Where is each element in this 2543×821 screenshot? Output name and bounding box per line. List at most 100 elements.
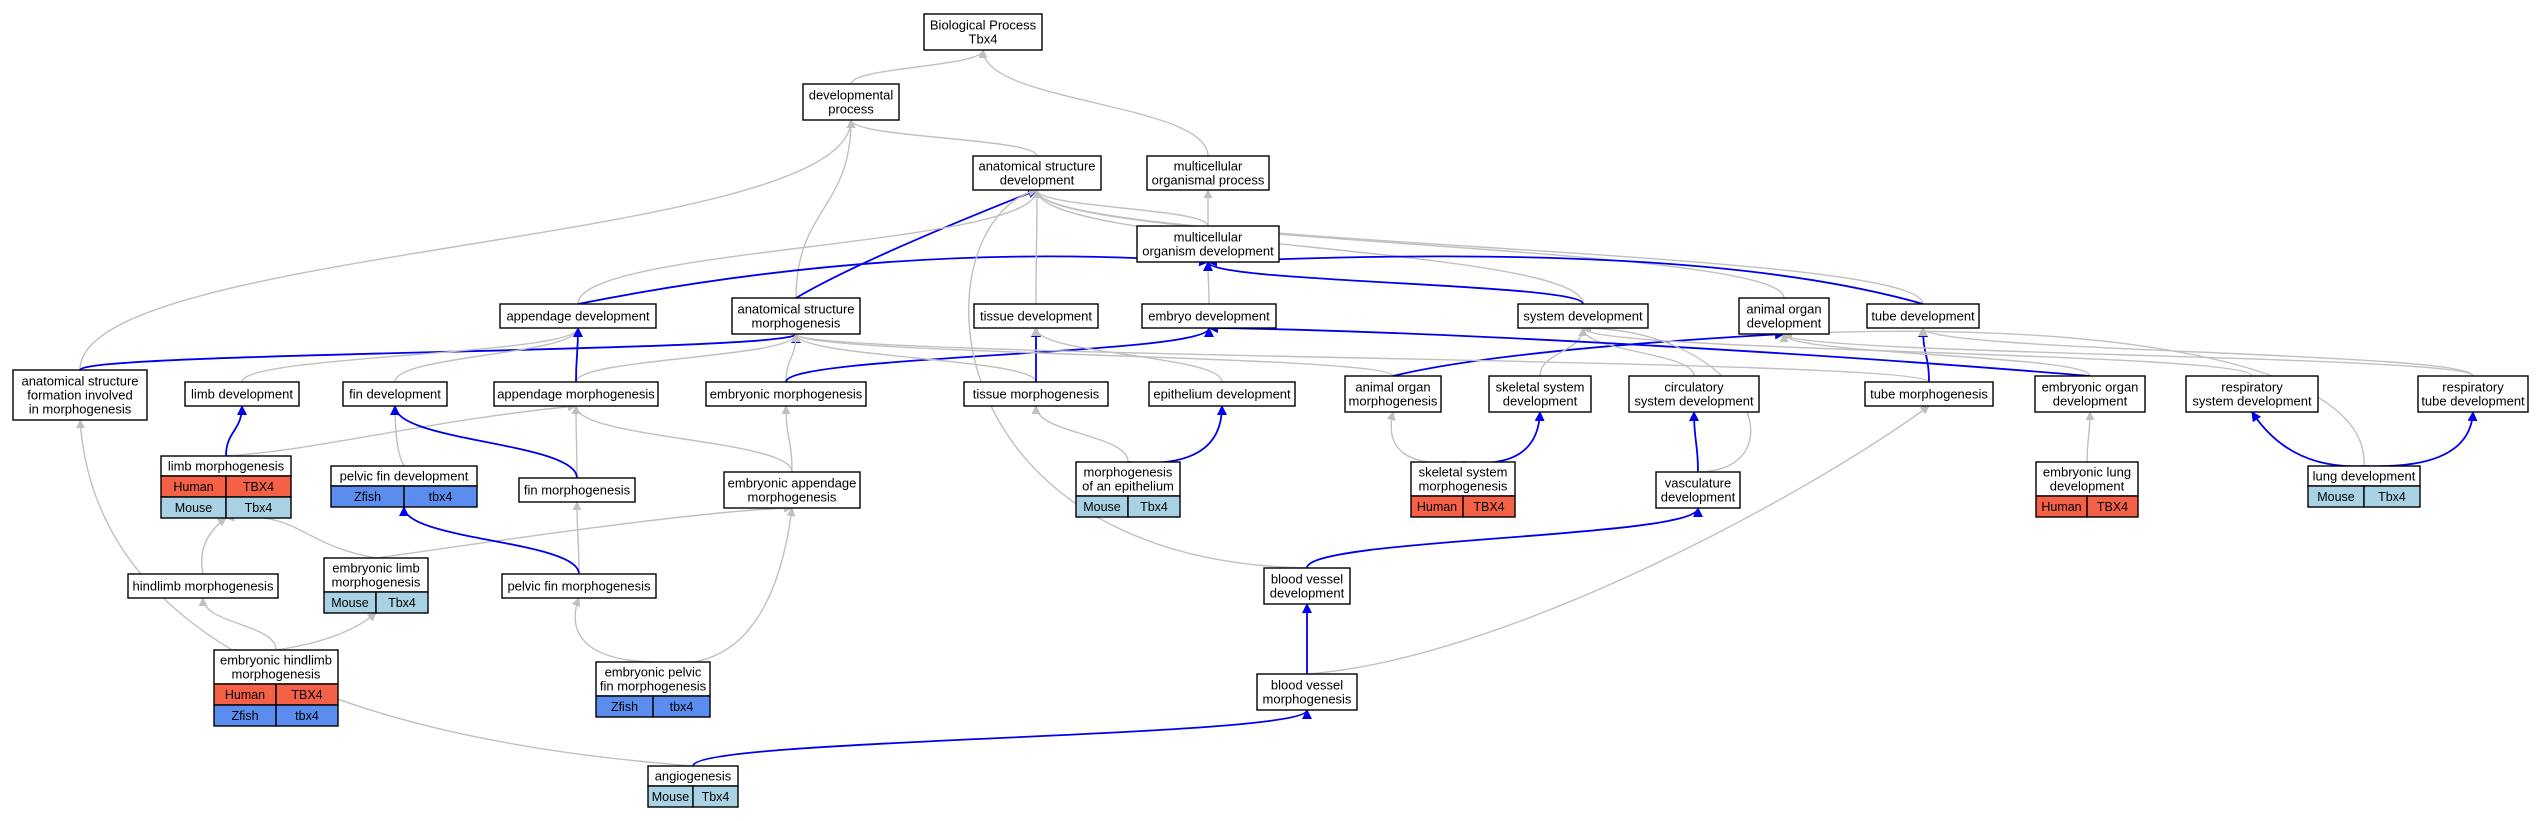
edge-elimb_morph-to-limb_morph — [225, 512, 377, 559]
edge-ao_morph-to-ao_dev — [1392, 329, 1785, 377]
node-tube-morph[interactable]: tube morphogenesis — [1864, 381, 1994, 407]
node-tis-dev[interactable]: tissue development — [973, 303, 1099, 329]
node-app-dev[interactable]: appendage development — [499, 303, 657, 329]
node-tube-dev[interactable]: tube development — [1866, 303, 1980, 329]
node-box — [1263, 567, 1351, 605]
node-pfin-morph[interactable]: pelvic fin morphogenesis — [501, 573, 657, 599]
edge-pfin_morph-to-fin_morph — [572, 501, 582, 575]
node-hl-morph[interactable]: hindlimb morphogenesis — [127, 573, 279, 599]
node-limb-dev[interactable]: limb development — [184, 381, 300, 407]
node-label-line: pelvic fin development — [340, 469, 469, 484]
node-label-line: embryonic pelvic — [605, 665, 702, 680]
edge-eapp_morph-to-app_morph — [571, 405, 793, 473]
edge-fin_morph-to-app_morph — [571, 405, 581, 479]
species-label: Zfish — [231, 709, 258, 723]
node-label-line: animal organ — [1355, 380, 1430, 395]
node-label-line: vasculature — [1665, 476, 1731, 491]
node-box — [1628, 375, 1760, 413]
gene-cell — [2086, 495, 2139, 518]
edge-app_dev-to-asd — [577, 189, 1042, 305]
edge-dev_proc-to-bp — [850, 49, 988, 85]
node-sys-dev[interactable]: system development — [1517, 303, 1649, 329]
node-label-line: pelvic fin morphogenesis — [507, 579, 651, 594]
edge-app_dev-to-mod — [577, 255, 1209, 305]
edge-resp_tube-to-ao_dev — [1779, 333, 2474, 377]
node-label-line: organismal process — [1152, 173, 1265, 188]
node-label-line: anatomical structure — [978, 159, 1095, 174]
edge-skel_morph-to-ao_morph — [1386, 411, 1464, 464]
species-label: Mouse — [652, 790, 690, 804]
edge-eo_dev-to-ao_dev — [1779, 333, 2091, 377]
edge-limb_morph-to-limb_dev — [225, 405, 247, 457]
node-app-morph[interactable]: appendage morphogenesis — [493, 381, 659, 407]
node-box — [1864, 381, 1994, 407]
node-label-line: fin development — [349, 387, 441, 402]
node-emb-dev[interactable]: embryo development — [1141, 303, 1277, 329]
node-label-line: of an epithelium — [1082, 479, 1174, 494]
edge-tube_dev-to-mod — [1207, 255, 1924, 305]
node-emb-morph[interactable]: embryonic morphogenesis — [705, 381, 867, 407]
node-label-line: respiratory — [2442, 380, 2504, 395]
edge-app_morph-to-app_dev — [572, 327, 583, 383]
node-label-line: embryonic limb — [332, 561, 419, 576]
node-label-line: fin morphogenesis — [524, 483, 631, 498]
edge-skel_morph-to-skel_dev — [1462, 411, 1545, 464]
node-label-line: embryo development — [1148, 309, 1270, 324]
node-label-line: respiratory — [2221, 380, 2283, 395]
node-label-line: development — [1000, 173, 1075, 188]
node-label-line: development — [2053, 394, 2128, 409]
edge-asm-to-asd — [795, 188, 1038, 299]
node-label-line: tube development — [1871, 309, 1975, 324]
node-label-line: morphogenesis — [1263, 692, 1352, 707]
node-box — [2417, 375, 2529, 413]
node-fin-morph[interactable]: fin morphogenesis — [518, 477, 636, 503]
species-label: Zfish — [354, 490, 381, 504]
gene-cell — [652, 695, 711, 718]
node-label-line: fin morphogenesis — [600, 679, 707, 694]
node-label-line: limb development — [191, 387, 293, 402]
node-label-line: animal organ — [1746, 302, 1821, 317]
node-box — [973, 303, 1099, 329]
node-label-line: development — [1747, 316, 1822, 331]
node-box — [213, 649, 339, 685]
node-epi-dev[interactable]: epithelium development — [1148, 381, 1296, 407]
edge-epi_dev-to-tis_dev — [1031, 327, 1223, 383]
node-box — [972, 155, 1102, 191]
gene-cell — [403, 485, 478, 508]
edge-epi_morph-to-epi_dev — [1127, 405, 1227, 464]
node-label-line: lung development — [2313, 469, 2416, 484]
node-label-line: blood vessel — [1271, 678, 1343, 693]
node-fin-dev[interactable]: fin development — [342, 381, 448, 407]
node-label-line: angiogenesis — [655, 769, 732, 784]
gene-cell — [375, 591, 429, 614]
node-tis-morph[interactable]: tissue morphogenesis — [963, 381, 1109, 407]
